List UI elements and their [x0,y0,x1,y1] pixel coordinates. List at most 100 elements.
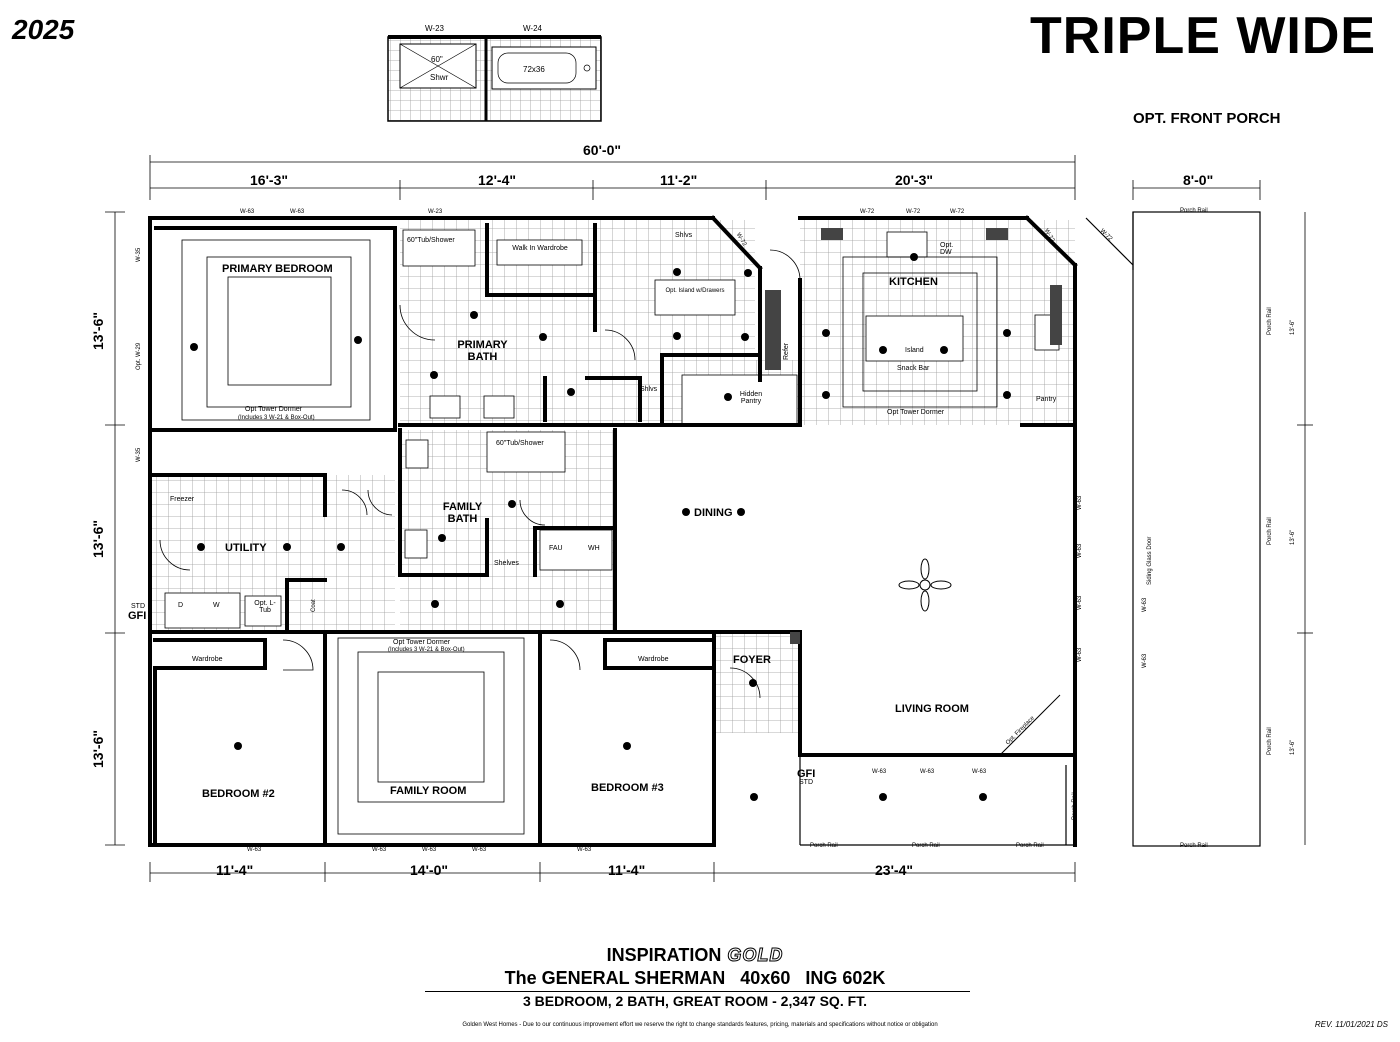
room-primary-bath: PRIMARY BATH [457,339,508,363]
inset-window-right: W-24 [523,24,543,33]
label-porch-rail-top: Porch Rail [1180,208,1208,214]
window-label-r2: W-63 [1077,543,1083,558]
dimension-lines [105,155,1313,882]
window-label-r3: W-63 [1077,595,1083,610]
label-washer: W [213,602,220,609]
inset-window-left: W-23 [425,24,445,33]
model-line: The GENERAL SHERMAN 40x60 ING 602K [504,968,886,988]
label-dormer-primary: Opt Tower Dormer [245,406,303,413]
room-bedroom-2: BEDROOM #2 [202,788,275,800]
label-dormer-kitchen: Opt Tower Dormer [887,409,945,416]
plan-type-title: TRIPLE WIDE [1030,7,1377,65]
label-shlvs-2: Shlvs [640,386,658,393]
window-label-l3: W-63 [972,769,987,775]
bottom-dim-2: 14'-0" [410,862,448,878]
label-gfi-porch: GFI [797,768,816,780]
porch-dim-1: 13'-6" [1290,319,1296,335]
window-label-b5: W-63 [577,847,592,853]
inset-shower-label: Shwr [430,73,449,82]
window-label-l2: W-63 [920,769,935,775]
label-porch-rail-side-2: Porch Rail [1267,517,1273,545]
series-name: INSPIRATION [606,945,722,965]
window-label-p1: W-63 [1142,597,1148,612]
left-dim-3: 13'-6" [90,730,106,768]
label-porch-rail-front-2: Porch Rail [912,843,940,849]
label-std-porch: STD [799,779,813,786]
label-dormer-note-primary: (Includes 3 W-21 & Box-Out) [238,415,315,421]
room-primary-bedroom: PRIMARY BEDROOM [222,263,333,275]
label-coat: Coat [311,599,317,612]
label-tub-shower-family: 60"Tub/Shower [496,440,544,447]
model-year: 2025 [12,14,75,45]
label-wardrobe-2: Wardrobe [638,656,669,663]
window-label-1: W-63 [240,209,255,215]
porch-width-dim: 8'-0" [1183,172,1214,188]
label-shlvs-1: Shlvs [675,232,693,239]
label-hidden-pantry: Hidden Pantry [739,391,763,405]
cabinet-accents [765,228,1062,644]
label-porch-rail-front-1: Porch Rail [810,843,838,849]
walls [148,215,1078,847]
label-dormer-family: Opt Tower Dormer [393,639,451,646]
top-dim-1: 16'-3" [250,172,288,188]
label-dryer: D [178,602,184,609]
window-label-4: W-72 [860,209,875,215]
room-utility: UTILITY [225,542,267,554]
label-freezer: Freezer [170,496,195,503]
label-opt-island: Opt. Island w/Drawers [665,288,725,294]
room-family-room: FAMILY ROOM [390,785,467,797]
window-label-2: W-63 [290,209,305,215]
window-label-5: W-72 [906,209,921,215]
porch-dim-3: 13'-6" [1290,739,1296,755]
plan-summary: 3 BEDROOM, 2 BATH, GREAT ROOM - 2,347 SQ… [522,993,868,1009]
bottom-dim-1: 11'-4" [216,862,254,878]
label-opt-w29: Opt. W-29 [136,342,142,370]
label-snack-bar: Snack Bar [897,365,930,372]
room-living-room: LIVING ROOM [895,703,969,715]
label-gfi-utility: GFI [128,610,147,622]
label-refer: Refer [783,342,790,360]
fireplace-line [999,694,1061,756]
window-label-6: W-72 [950,209,965,215]
label-opt-dw: Opt. DW [940,242,954,256]
label-opt-ltub: Opt. L-Tub [254,600,276,614]
footer-divider [425,991,970,992]
room-bedroom-3: BEDROOM #3 [591,782,664,794]
label-porch-rail-front-side: Porch Rail [1072,792,1078,820]
label-dormer-note-family: (Includes 3 W-21 & Box-Out) [388,647,465,653]
label-porch-rail-bottom: Porch Rail [1180,843,1208,849]
front-porch-label: OPT. FRONT PORCH [1133,110,1281,127]
inset-tub-size: 72x36 [523,65,545,74]
label-porch-rail-side-3: Porch Rail [1267,727,1273,755]
room-kitchen: KITCHEN [889,276,938,288]
room-foyer: FOYER [733,654,771,666]
porch-dim-2: 13'-6" [1290,529,1296,545]
label-fau: FAU [549,545,563,552]
label-siding-glass-door: Siding Glass Door [1147,536,1153,585]
overall-width-dim: 60'-0" [583,142,621,158]
window-label-w35-1: W-35 [136,247,142,262]
bottom-dim-4: 23'-4" [875,862,913,878]
left-dim-2: 13'-6" [90,520,106,558]
left-dim-1: 13'-6" [90,312,106,350]
inset-shower-size: 60" [431,55,443,64]
bottom-dim-3: 11'-4" [608,862,646,878]
window-label-l1: W-63 [872,769,887,775]
series-accent: GOLD [727,945,784,966]
top-dim-2: 12'-4" [478,172,516,188]
label-tub-shower-primary: 60"Tub/Shower [407,237,455,244]
label-shelves: Shelves [494,560,519,567]
window-label-b3: W-63 [422,847,437,853]
window-label-r4: W-63 [1077,647,1083,662]
label-std-utility: STD [131,603,145,610]
window-label-b2: W-63 [372,847,387,853]
window-label-r1: W-63 [1077,495,1083,510]
disclaimer: Golden West Homes - Due to our continuou… [462,1022,938,1028]
label-pantry: Pantry [1036,396,1057,403]
label-walk-in-wardrobe: Walk In Wardrobe [512,245,568,252]
room-dining: DINING [694,507,733,519]
window-label-3: W-23 [428,209,443,215]
revision-note: REV. 11/01/2021 DS [1314,1020,1388,1029]
